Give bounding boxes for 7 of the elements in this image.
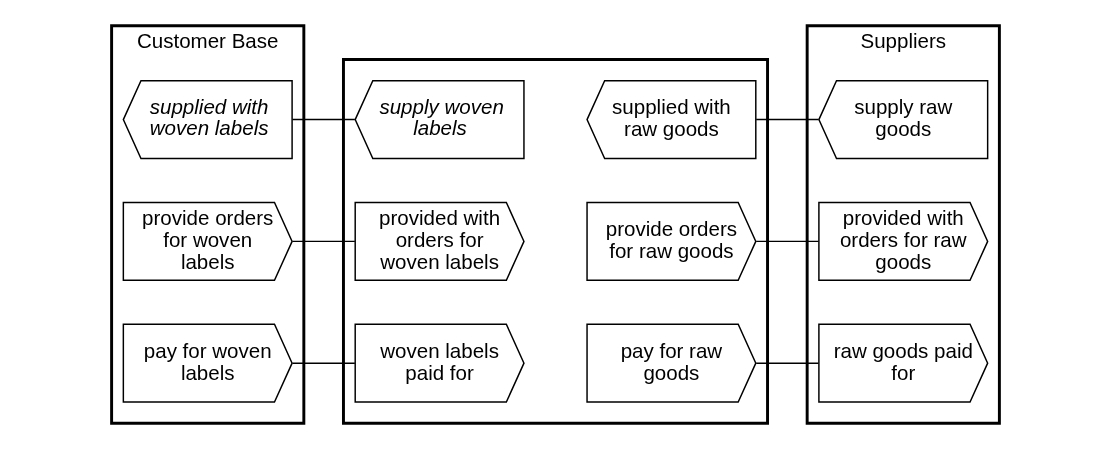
connector bbox=[755, 240, 820, 243]
connector bbox=[755, 118, 820, 121]
connector bbox=[755, 362, 820, 364]
connector bbox=[291, 240, 356, 243]
connector bbox=[291, 118, 356, 121]
cluster bbox=[342, 57, 769, 425]
connector bbox=[291, 362, 356, 364]
